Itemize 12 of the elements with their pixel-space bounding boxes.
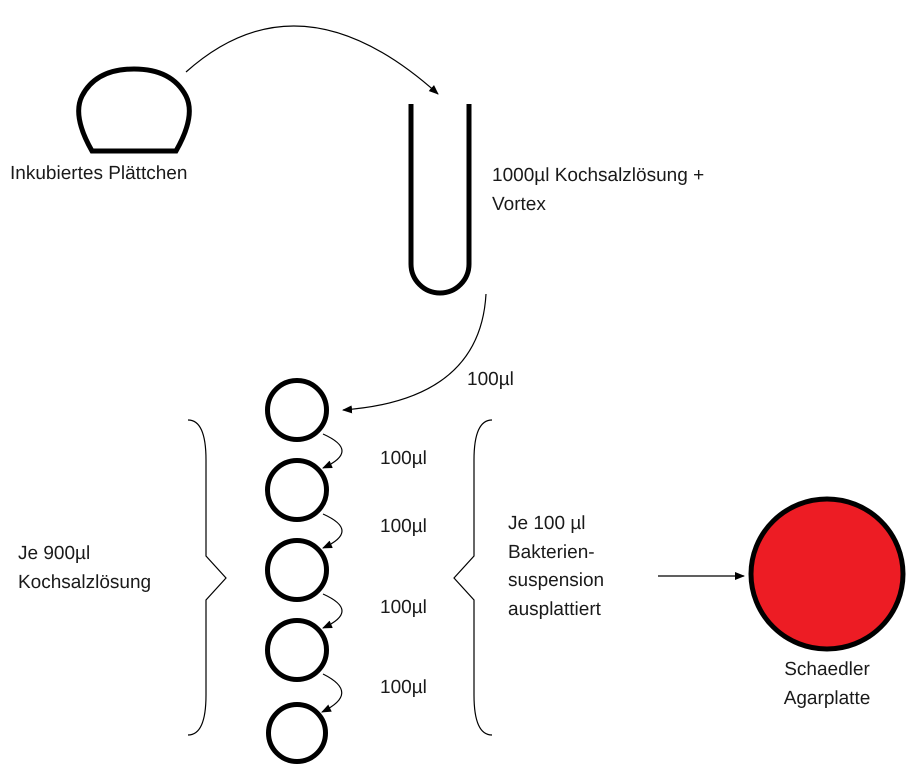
arrow: [322, 433, 343, 469]
arrow: [322, 593, 343, 629]
node-label: Inkubiertes Plättchen: [10, 162, 188, 186]
node-label: 1000µl Kochsalzlösung + Vortex: [492, 164, 706, 216]
arrow: [658, 572, 745, 580]
note: Je 900µl Kochsalzlösung: [18, 542, 152, 594]
arrow: [186, 26, 439, 95]
arrow: [342, 294, 487, 414]
node-label: Schaedler Agarplatte: [782, 658, 872, 710]
step-note: Je 100 µl Bakterien- suspension ausplattiert: [508, 512, 606, 622]
arrow: [321, 673, 342, 713]
arrow: [322, 513, 343, 549]
